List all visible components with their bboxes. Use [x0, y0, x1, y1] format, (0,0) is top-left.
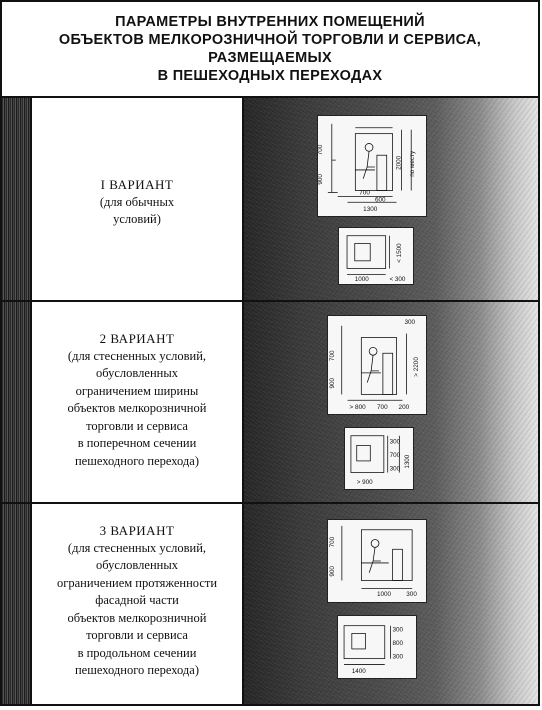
variant-3-line: фасадной части: [95, 593, 179, 607]
variant-3-line: торговли и сервиса: [86, 628, 188, 642]
variant-2-line: обусловленных: [96, 366, 178, 380]
variant-2-line: (для стесненных условий,: [67, 348, 207, 363]
dim-label: 200: [399, 404, 410, 411]
variant-3-line: (для стесненных условий,: [67, 540, 207, 555]
section-drawing-svg: 300 900 700 > 2200 > 800 700 200: [329, 319, 420, 411]
variant-2-line: в поперечном сечении: [77, 436, 197, 450]
variant-2-line: ограничением ширины: [75, 383, 199, 398]
dim-label: 300: [393, 627, 404, 634]
dim-label: 700: [359, 189, 370, 196]
row-divider-1: [2, 300, 538, 302]
row-divider-2: [2, 502, 538, 504]
variant-3-line: обусловленных: [96, 558, 178, 572]
plan-drawing-svg: 300 700 300 1300 > 900: [350, 435, 411, 486]
variant-1-line: (для обычных: [99, 194, 175, 209]
variant-3-line: в продольном сечении: [77, 645, 197, 660]
dim-label: 300: [390, 466, 401, 473]
variant-1-description: I ВАРИАНТ (для обычных условий): [32, 176, 242, 229]
variant-2-plan-drawing: 300 700 300 1300 > 900: [344, 427, 414, 490]
dim-label: < 300: [390, 276, 406, 283]
title-line-2: ОБЪЕКТОВ МЕЛКОРОЗНИЧНОЙ ТОРГОВЛИ И СЕРВИ…: [58, 32, 482, 48]
title-line-3: РАЗМЕЩАЕМЫХ: [208, 50, 332, 66]
dim-label: 1000: [355, 276, 369, 283]
dim-label: > 2200: [413, 357, 420, 377]
variant-3-description: 3 ВАРИАНТ (для стесненных условий, обусл…: [32, 522, 242, 680]
variant-2-line: пешеходного перехода): [74, 453, 199, 468]
dim-label: > 900: [357, 479, 373, 486]
dim-label: по месту: [409, 150, 416, 177]
variant-2-line: объектов мелкорозничной: [67, 401, 207, 415]
dim-label: 1400: [352, 668, 366, 675]
dim-label: 300: [404, 319, 415, 326]
dim-label: 600: [375, 196, 386, 203]
variant-1-name: I ВАРИАНТ: [100, 177, 174, 192]
dim-label: 700: [377, 404, 388, 411]
left-hatched-strip: [2, 98, 32, 704]
variant-3-name: 3 ВАРИАНТ: [99, 523, 175, 538]
plan-drawing-svg: < 1500 1000 < 300: [346, 235, 406, 283]
dim-label: 2000: [395, 155, 402, 170]
dim-label: 300: [393, 654, 404, 661]
dim-label: 900: [318, 174, 324, 185]
variant-3-line: пешеходного перехода): [74, 663, 199, 677]
dim-label: 900: [329, 566, 336, 577]
dim-label: 800: [393, 640, 404, 647]
title-line-4: В ПЕШЕХОДНЫХ ПЕРЕХОДАХ: [157, 68, 383, 84]
dim-label: 300: [406, 591, 417, 598]
variant-3-line: объектов мелкорозничной: [67, 610, 207, 625]
dim-label: 300: [390, 438, 401, 445]
variant-3-section-drawing: 900 700 1000 300: [327, 519, 427, 603]
dim-label: 900: [329, 377, 336, 388]
plan-drawing-svg: 300 800 300 1400: [343, 625, 404, 675]
dim-label: > 800: [350, 404, 367, 411]
dim-label: 1000: [377, 591, 392, 598]
dim-label: 700: [390, 452, 401, 459]
variant-3-line: ограничением протяженности: [56, 575, 218, 590]
dim-label: 1300: [363, 206, 378, 213]
section-drawing-svg: 900 700 2000 по месту 700 600 1300: [318, 123, 416, 213]
variant-1-plan-drawing: < 1500 1000 < 300: [338, 227, 414, 285]
dim-label: 700: [329, 350, 336, 361]
section-drawing-svg: 900 700 1000 300: [329, 525, 417, 598]
variant-1-section-drawing: 900 700 2000 по месту 700 600 1300: [317, 115, 427, 217]
dim-label: 700: [329, 536, 336, 547]
variant-3-plan-drawing: 300 800 300 1400: [337, 615, 417, 679]
dim-label: 1300: [404, 454, 411, 468]
variant-2-section-drawing: 300 900 700 > 2200 > 800 700 200: [327, 315, 427, 415]
variant-1-line: условий): [113, 212, 161, 226]
dim-label: 700: [318, 144, 324, 155]
dim-label: < 1500: [396, 243, 403, 263]
variant-2-name: 2 ВАРИАНТ: [99, 331, 175, 346]
page-title: ПАРАМЕТРЫ ВНУТРЕННИХ ПОМЕЩЕНИЙ ОБЪЕКТОВ …: [2, 2, 538, 98]
variant-2-description: 2 ВАРИАНТ (для стесненных условий, обусл…: [32, 330, 242, 470]
title-line-1: ПАРАМЕТРЫ ВНУТРЕННИХ ПОМЕЩЕНИЙ: [115, 14, 425, 30]
variant-2-line: торговли и сервиса: [86, 418, 188, 433]
